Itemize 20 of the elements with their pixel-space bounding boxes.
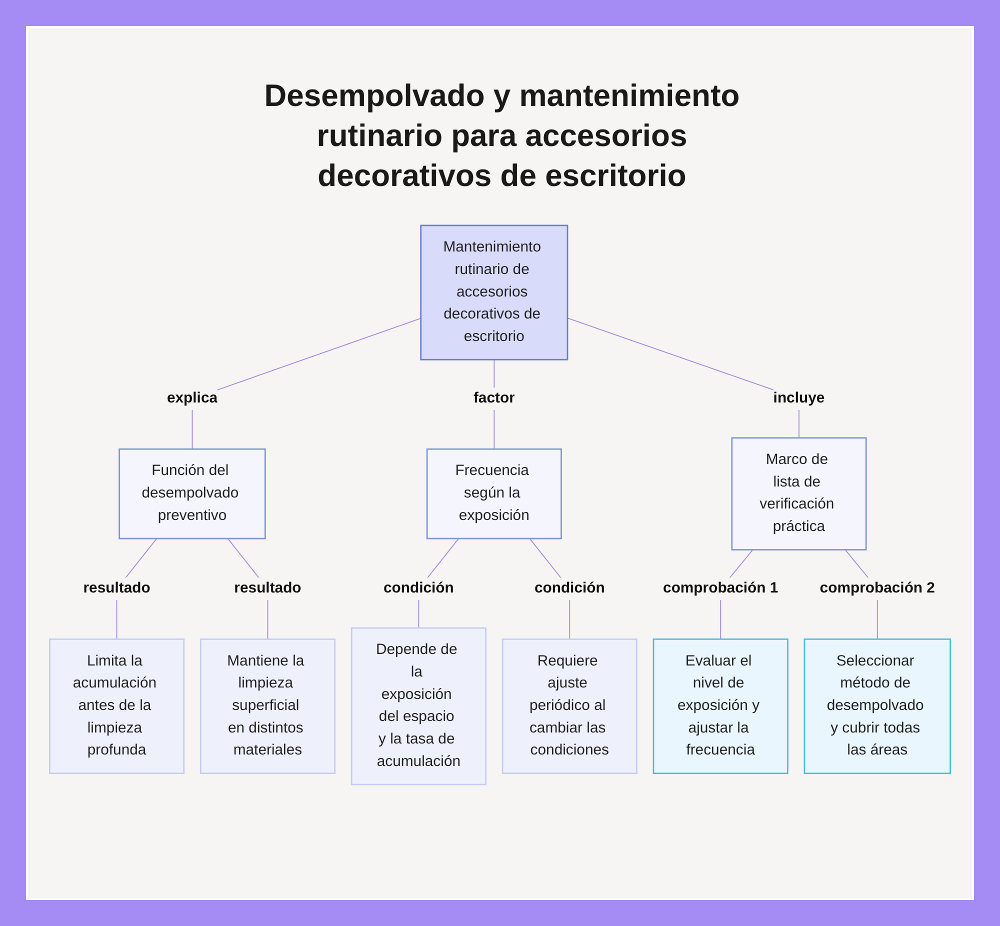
- concept-box: Mantenimiento rutinario de accesorios decorativos de escritorio: [420, 224, 568, 360]
- concept-box: Limita la acumulación antes de la limpieza profunda: [48, 638, 185, 774]
- edge-label: resultado: [83, 578, 150, 600]
- concept-box: Función del desempolvado preventivo: [118, 448, 266, 540]
- edge-label: factor: [473, 388, 515, 410]
- concept-box: Depende de la exposición del espacio y la tasa de acumulación: [350, 627, 486, 786]
- edge-label: comprobación 1: [663, 578, 778, 600]
- edge-label: resultado: [234, 578, 302, 600]
- edge-label: incluye: [773, 388, 825, 410]
- title: Desempolvado y mantenimiento rutinario para accesorios decorativos de escritorio: [263, 77, 741, 195]
- concept-box: Frecuencia según la exposición: [426, 448, 562, 540]
- concept-box: Seleccionar método de desempolvado y cubrir todas las áreas: [804, 638, 951, 774]
- edge-label: explica: [166, 388, 218, 410]
- edge-label: condición: [383, 578, 454, 600]
- concept-box: Mantiene la limpieza superficial en distintos materiales: [200, 638, 336, 774]
- concept-box: Requiere ajuste periódico al cambiar las condiciones: [502, 638, 638, 774]
- concept-box: Marco de lista de verificación práctica: [731, 437, 867, 550]
- edge-label: condición: [534, 578, 605, 600]
- edge-label: comprobación 2: [820, 578, 935, 600]
- concept-box: Evaluar el nivel de exposición y ajustar la frecuencia: [652, 638, 788, 774]
